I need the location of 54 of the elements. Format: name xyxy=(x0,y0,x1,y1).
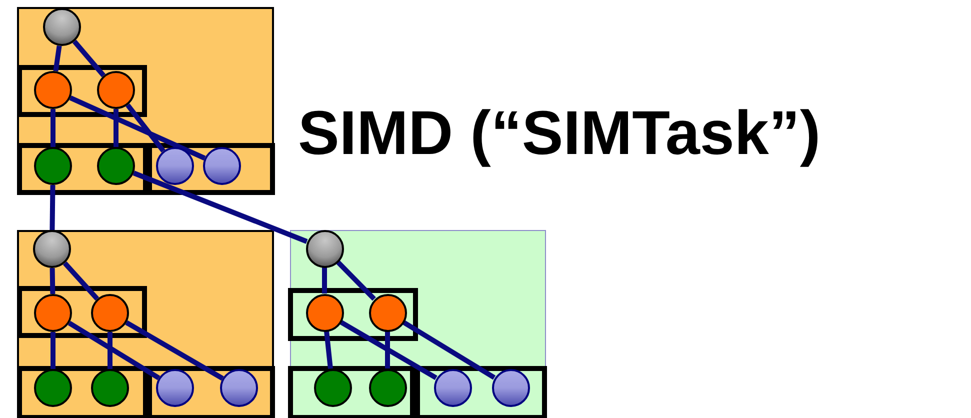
connector-line xyxy=(340,320,438,380)
node-circle xyxy=(34,369,72,407)
connector-line xyxy=(50,184,56,230)
node-circle xyxy=(34,294,72,332)
node-circle xyxy=(203,147,241,185)
connector-line xyxy=(62,261,100,301)
connector-line xyxy=(125,320,224,381)
title: SIMD (“SIMTask”) xyxy=(298,100,820,168)
group-box xyxy=(17,143,148,195)
connector-line xyxy=(324,331,333,369)
connector-line xyxy=(108,332,112,369)
connector-line xyxy=(68,320,160,380)
group-box xyxy=(17,65,147,117)
node-circle xyxy=(368,368,406,406)
connector-line xyxy=(402,320,496,380)
group-box xyxy=(147,143,275,195)
connector-line xyxy=(72,40,106,78)
node-circle xyxy=(34,71,72,109)
node-circle xyxy=(97,71,135,109)
connector-line xyxy=(50,109,56,147)
connector-line xyxy=(50,268,56,294)
node-circle xyxy=(91,369,129,407)
node-circle xyxy=(492,368,530,406)
panel xyxy=(17,230,274,418)
group-box xyxy=(288,366,414,418)
node-circle xyxy=(306,294,344,332)
connector-line xyxy=(50,332,56,369)
node-circle xyxy=(91,294,129,332)
panel xyxy=(290,230,546,418)
node-circle xyxy=(43,8,81,46)
connector-line xyxy=(385,332,390,368)
node-circle xyxy=(97,147,135,185)
node-circle xyxy=(34,147,72,185)
connector-line xyxy=(114,109,118,147)
connector-line xyxy=(126,103,166,153)
connector-line xyxy=(132,170,308,244)
connector-line xyxy=(53,45,62,72)
node-circle xyxy=(306,230,344,268)
node-circle xyxy=(220,369,258,407)
node-circle xyxy=(368,294,406,332)
connector-line xyxy=(69,96,206,160)
connector-line xyxy=(336,260,376,301)
node-circle xyxy=(156,147,194,185)
group-box xyxy=(288,288,418,340)
node-circle xyxy=(33,230,71,268)
group-box xyxy=(17,366,148,418)
group-box xyxy=(147,366,275,418)
node-circle xyxy=(434,368,472,406)
node-circle xyxy=(314,368,352,406)
panel xyxy=(17,7,274,194)
group-box xyxy=(17,286,147,338)
connector-line xyxy=(322,268,327,294)
group-box xyxy=(414,366,546,418)
node-circle xyxy=(156,369,194,407)
